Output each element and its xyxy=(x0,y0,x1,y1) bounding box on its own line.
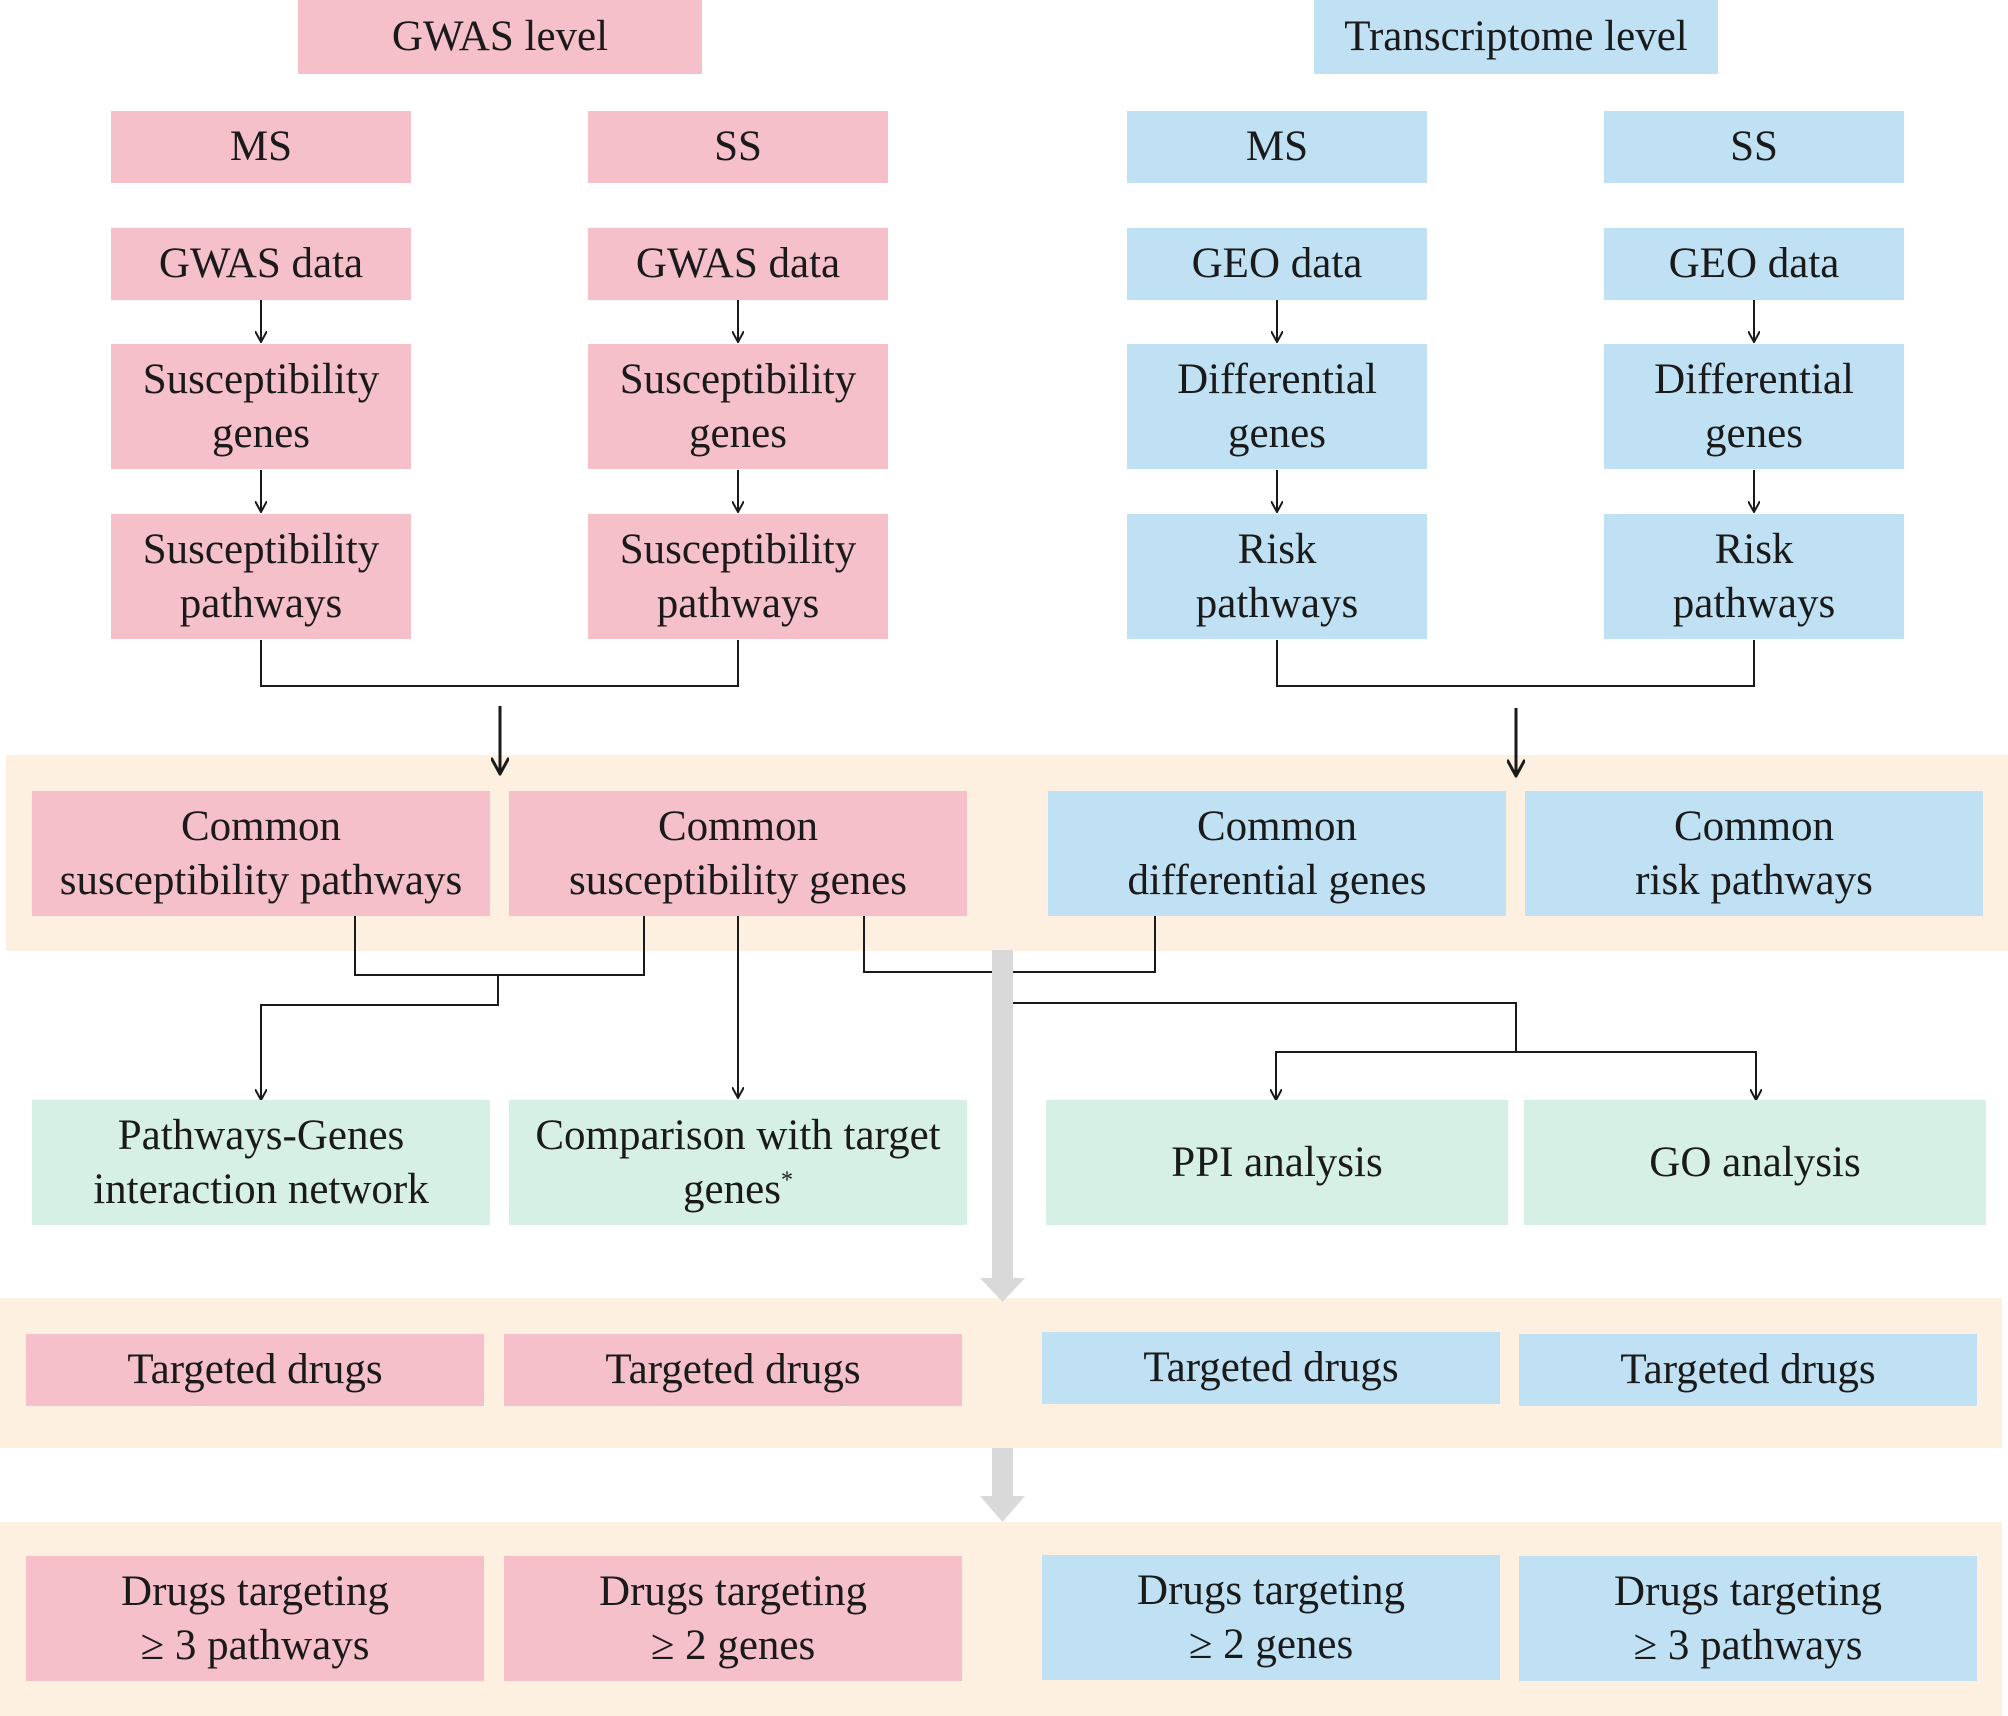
gwas-ms-label: MS xyxy=(111,111,411,183)
gwas-ss-data: GWAS data xyxy=(588,228,888,300)
common-susceptibility-pathways: Common susceptibility pathways xyxy=(32,791,490,916)
drugs-targeting-2-genes-gwas: Drugs targeting ≥ 2 genes xyxy=(504,1556,962,1681)
targeted-drugs-differential-genes: Targeted drugs xyxy=(1042,1332,1500,1404)
gwas-ms-susceptibility-genes: Susceptibility genes xyxy=(111,344,411,469)
drugs-targeting-3-pathways-transcriptome: Drugs targeting ≥ 3 pathways xyxy=(1519,1556,1977,1681)
targeted-drugs-ss-genes: Targeted drugs xyxy=(504,1334,962,1406)
gwas-ms-data: GWAS data xyxy=(111,228,411,300)
transcriptome-ss-label: SS xyxy=(1604,111,1904,183)
gwas-ss-susceptibility-pathways: Susceptibility pathways xyxy=(588,514,888,639)
gwas-ss-label: SS xyxy=(588,111,888,183)
comparison-with-target-genes: Comparison with target genes* xyxy=(509,1100,967,1225)
transcriptome-ss-differential-genes: Differential genes xyxy=(1604,344,1904,469)
common-differential-genes: Common differential genes xyxy=(1048,791,1506,916)
ppi-analysis: PPI analysis xyxy=(1046,1100,1508,1225)
targeted-drugs-risk-pathways: Targeted drugs xyxy=(1519,1334,1977,1406)
comparison-footnote-mark: * xyxy=(780,1167,793,1194)
transcriptome-ms-risk-pathways: Risk pathways xyxy=(1127,514,1427,639)
common-risk-pathways: Common risk pathways xyxy=(1525,791,1983,916)
gwas-ms-susceptibility-pathways: Susceptibility pathways xyxy=(111,514,411,639)
gwas-ss-susceptibility-genes: Susceptibility genes xyxy=(588,344,888,469)
big-grey-arrows xyxy=(980,950,1025,1522)
transcriptome-ms-data: GEO data xyxy=(1127,228,1427,300)
transcriptome-ss-data: GEO data xyxy=(1604,228,1904,300)
transcriptome-level-header: Transcriptome level xyxy=(1314,0,1718,74)
transcriptome-ss-risk-pathways: Risk pathways xyxy=(1604,514,1904,639)
targeted-drugs-ms-pathways: Targeted drugs xyxy=(26,1334,484,1406)
common-susceptibility-genes: Common susceptibility genes xyxy=(509,791,967,916)
comparison-label: Comparison with target genes xyxy=(535,1111,941,1213)
pathways-genes-network: Pathways-Genes interaction network xyxy=(32,1100,490,1225)
drugs-targeting-3-pathways-gwas: Drugs targeting ≥ 3 pathways xyxy=(26,1556,484,1681)
transcriptome-ms-label: MS xyxy=(1127,111,1427,183)
gwas-level-header: GWAS level xyxy=(298,0,702,74)
drugs-targeting-2-genes-transcriptome: Drugs targeting ≥ 2 genes xyxy=(1042,1555,1500,1680)
go-analysis: GO analysis xyxy=(1524,1100,1986,1225)
transcriptome-ms-differential-genes: Differential genes xyxy=(1127,344,1427,469)
